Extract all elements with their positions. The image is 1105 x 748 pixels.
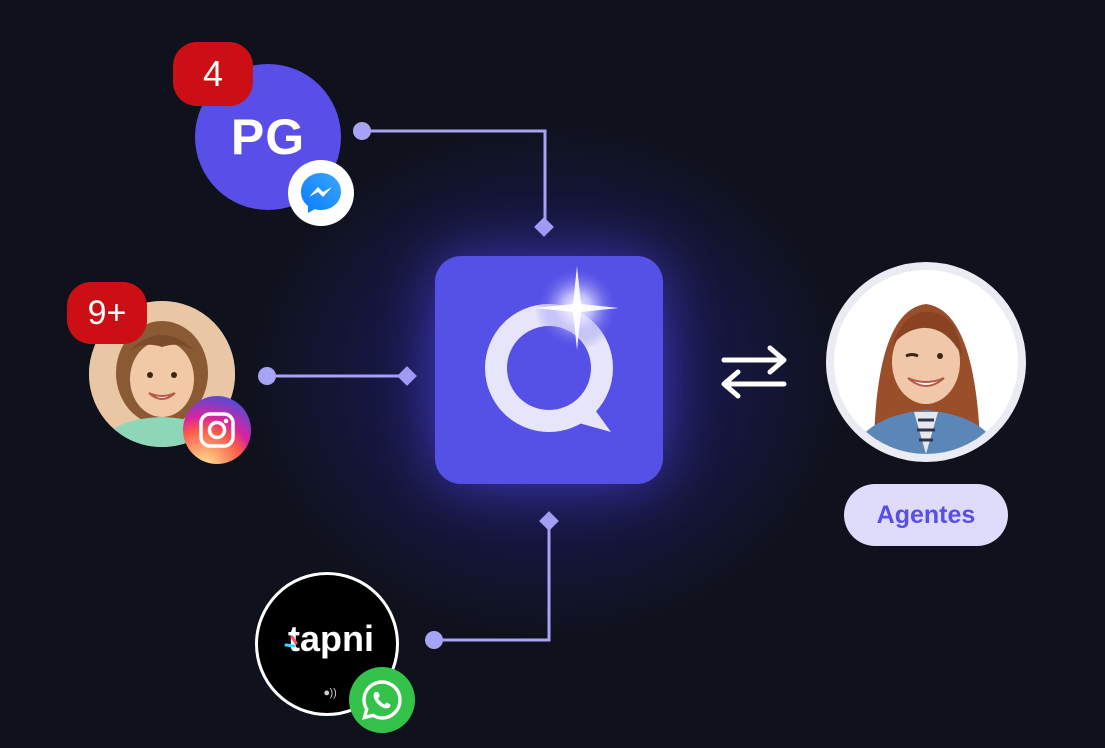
whatsapp-icon — [349, 667, 415, 733]
agents-label-pill: Agentes — [844, 484, 1008, 546]
connector-dot-pg — [353, 122, 371, 140]
bidirectional-arrows-icon — [721, 345, 787, 399]
agent-photo — [834, 270, 1018, 454]
connector-diamond-pg — [534, 217, 554, 237]
connector-pg — [362, 129, 547, 225]
connector-tapni — [434, 525, 551, 642]
woman-photo — [89, 301, 235, 447]
chat-bubble-logo-icon — [485, 266, 619, 432]
tapni-logo-mark-icon — [284, 635, 298, 648]
connector-dot-tapni — [425, 631, 443, 649]
connector-dot-woman — [258, 367, 276, 385]
pg-initials: PG — [230, 109, 306, 165]
unread-badge-pg: 4 — [173, 42, 253, 106]
tapni-brand-text: tapni — [288, 618, 374, 659]
connector-diamond-tapni — [539, 511, 559, 531]
instagram-icon — [183, 396, 251, 464]
messenger-icon — [288, 160, 354, 226]
unread-badge-woman: 9+ — [67, 282, 147, 344]
woman-avatar[interactable] — [89, 301, 235, 447]
agents-label: Agentes — [876, 500, 976, 529]
connector-diamond-woman — [397, 366, 417, 386]
hub-app-tile — [435, 256, 663, 484]
nfc-icon: ⦁)) — [324, 687, 337, 699]
agent-avatar[interactable] — [826, 262, 1026, 462]
